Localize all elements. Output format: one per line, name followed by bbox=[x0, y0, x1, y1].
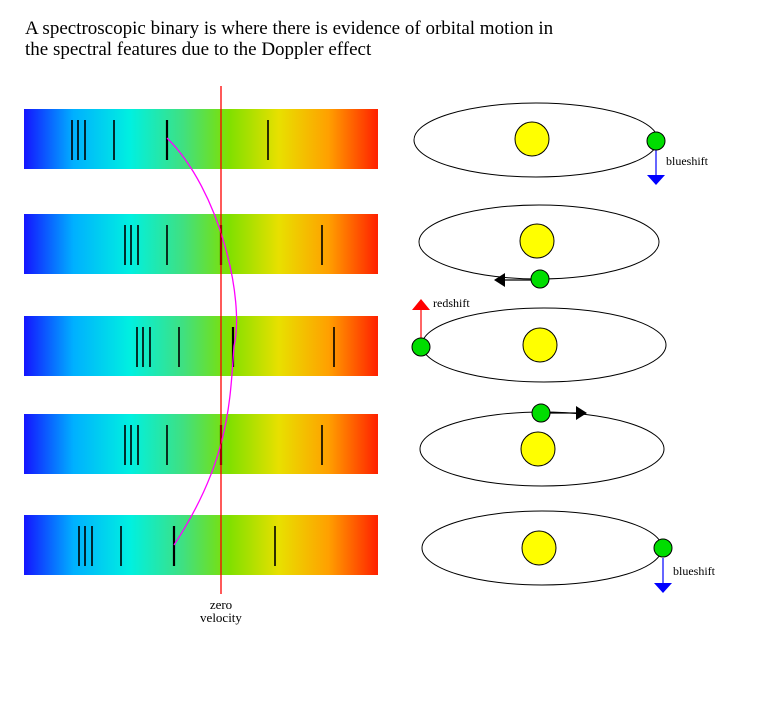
blueshift-label: blueshift bbox=[673, 564, 716, 578]
spectrum-panel-4 bbox=[24, 414, 378, 474]
spectrum-panel-3 bbox=[24, 316, 378, 376]
primary-star bbox=[520, 431, 556, 467]
redshift-label: redshift bbox=[433, 296, 470, 310]
primary-star bbox=[521, 530, 557, 566]
primary-star bbox=[519, 223, 555, 259]
orbit-panel-2 bbox=[418, 204, 660, 289]
redshift-arrow-head bbox=[412, 299, 430, 310]
doppler-shift-curve bbox=[166, 137, 238, 546]
blueshift-arrow-head bbox=[647, 175, 665, 185]
companion-star bbox=[531, 403, 551, 423]
orbit-panel-3: redshift bbox=[411, 296, 667, 383]
orbit-panel-4 bbox=[419, 403, 665, 487]
orbit-panel-1: blueshift bbox=[413, 102, 709, 185]
motion-arrow-head-right bbox=[576, 406, 587, 420]
spectrum-bar bbox=[24, 414, 378, 474]
companion-star bbox=[411, 337, 431, 357]
spectrum-bar bbox=[24, 109, 378, 169]
title-line-1: A spectroscopic binary is where there is… bbox=[25, 18, 554, 39]
title-line-2: the spectral features due to the Doppler… bbox=[25, 39, 372, 60]
companion-star bbox=[530, 269, 550, 289]
blueshift-label: blueshift bbox=[666, 154, 709, 168]
spectrum-bar bbox=[24, 214, 378, 274]
primary-star bbox=[514, 121, 550, 157]
zero-velocity-label-line-1: zero bbox=[210, 597, 232, 612]
spectrum-bar bbox=[24, 515, 378, 575]
spectrum-panel-2 bbox=[24, 214, 378, 274]
companion-star bbox=[646, 131, 666, 151]
motion-arrow-head-left bbox=[494, 273, 505, 287]
orbit-panel-5: blueshift bbox=[421, 510, 716, 593]
spectrum-bar bbox=[24, 316, 378, 376]
diagram-title: A spectroscopic binary is where there is… bbox=[25, 18, 553, 60]
companion-star bbox=[653, 538, 673, 558]
primary-star bbox=[522, 327, 558, 363]
zero-velocity-label-line-2: velocity bbox=[200, 610, 242, 625]
spectrum-panel-1 bbox=[24, 109, 378, 169]
spectrum-panel-5 bbox=[24, 515, 378, 575]
blueshift-arrow-head bbox=[654, 583, 672, 593]
